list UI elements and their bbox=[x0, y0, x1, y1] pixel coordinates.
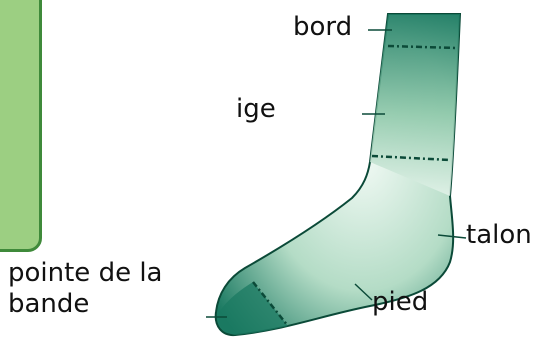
label-pointe-line1: pointe de la bbox=[8, 258, 163, 288]
label-tige: ige bbox=[236, 94, 276, 124]
sock-leg-shading bbox=[370, 14, 460, 196]
bord-dashed-line bbox=[387, 44, 458, 50]
label-pointe: pointe de la bande bbox=[8, 258, 163, 319]
tige-dashed-line bbox=[371, 154, 451, 162]
label-talon: talon bbox=[466, 220, 532, 250]
label-pointe-line2: bande bbox=[8, 288, 90, 319]
green-side-panel bbox=[0, 0, 42, 252]
label-pied: pied bbox=[372, 287, 429, 317]
pied-leader-line bbox=[354, 283, 373, 301]
label-bord: bord bbox=[293, 12, 353, 42]
toe-dashed-line bbox=[252, 281, 289, 327]
sock-toe-shading bbox=[218, 282, 288, 335]
talon-leader-line bbox=[437, 234, 467, 239]
